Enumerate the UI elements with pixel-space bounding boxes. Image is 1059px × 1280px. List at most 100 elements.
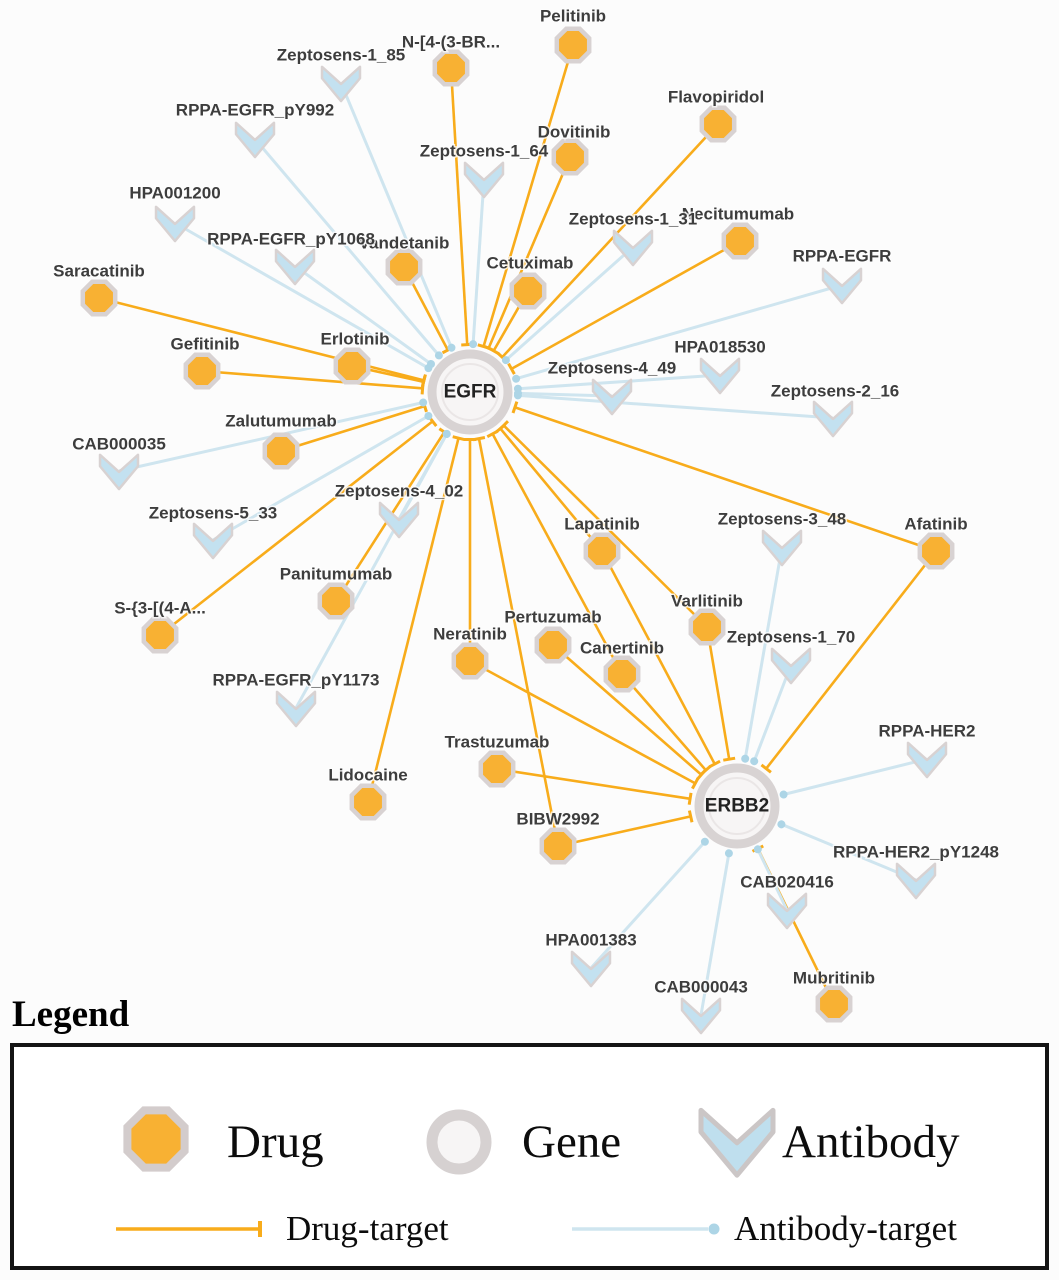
- legend-antibody-label: Antibody: [782, 1116, 960, 1168]
- antibody-legend-icon: [698, 1107, 776, 1178]
- label-rppa-egfr-py992: RPPA-EGFR_pY992: [176, 101, 334, 120]
- edge-drug-target: [705, 626, 736, 762]
- label-rppa-her2: RPPA-HER2: [879, 722, 976, 741]
- label-hpa001200: HPA001200: [129, 184, 220, 203]
- drug-legend-icon: [123, 1106, 189, 1172]
- label-trastuzumab: Trastuzumab: [445, 733, 550, 752]
- edge-antibody-target: [469, 178, 486, 349]
- label-panitumumab: Panitumumab: [280, 565, 392, 584]
- node-drug-dovitinib: [551, 138, 589, 176]
- edge-drug-target: [760, 550, 938, 774]
- label-canertinib: Canertinib: [580, 639, 664, 658]
- node-drug-vandetanib: [385, 248, 423, 286]
- label-pelitinib: Pelitinib: [540, 7, 606, 26]
- node-drug-canertinib: [603, 655, 641, 693]
- legend-drug-label: Drug: [227, 1116, 324, 1168]
- node-antibody-rppa-her2: [906, 741, 948, 779]
- edge-antibody-target: [174, 221, 433, 373]
- label-cab000035: CAB000035: [72, 435, 166, 454]
- node-antibody-rppa-egfr-py1068: [274, 248, 316, 286]
- label-varlitinib: Varlitinib: [671, 592, 743, 611]
- edge-antibody-target: [777, 820, 917, 882]
- edge-drug-target: [469, 659, 700, 790]
- label-zeptosens-1-31: Zeptosens-1_31: [569, 210, 698, 229]
- edge-drug-target: [511, 401, 937, 553]
- edge-antibody-target: [753, 845, 789, 911]
- label-lapatinib: Lapatinib: [564, 515, 640, 534]
- node-antibody-hpa018530: [699, 357, 741, 395]
- edge-antibody-target: [253, 138, 443, 360]
- label-hpa001383: HPA001383: [545, 931, 636, 950]
- node-antibody-zeptosens-1-31: [612, 229, 654, 267]
- edge-antibody-target: [779, 757, 928, 799]
- edge-drug-target: [280, 399, 428, 453]
- node-drug-erlotinib: [333, 347, 371, 385]
- edge-drug-target: [552, 644, 707, 781]
- node-antibody-zeptosens-5-33: [192, 522, 234, 560]
- label-cetuximab: Cetuximab: [487, 254, 574, 273]
- edge-antibody-target: [339, 82, 456, 352]
- label-erbb2: ERBB2: [705, 796, 769, 817]
- node-antibody-zeptosens-4-49: [591, 378, 633, 416]
- legend-antibody-target-label: Antibody-target: [734, 1209, 957, 1248]
- label-saracatinib: Saracatinib: [53, 262, 145, 281]
- edge-drug-target: [498, 420, 708, 628]
- label-neratinib: Neratinib: [433, 625, 507, 644]
- label-afatinib: Afatinib: [904, 515, 967, 534]
- node-drug-n4-3br: [432, 49, 470, 87]
- label-zeptosens-3-48: Zeptosens-3_48: [718, 510, 847, 529]
- node-antibody-hpa001200: [154, 205, 196, 243]
- legend-box: Drug Gene Antibody Drug-target Antibody-…: [10, 1043, 1049, 1270]
- node-drug-cetuximab: [509, 272, 547, 310]
- node-drug-necitumumab: [721, 222, 759, 260]
- edge-drug-target: [477, 44, 575, 350]
- edge-drug-target: [486, 429, 624, 675]
- edge-drug-target: [482, 156, 572, 352]
- drug-target-edge-icon: [116, 1221, 262, 1237]
- node-drug-trastuzumab: [478, 750, 516, 788]
- edge-drug-target: [621, 673, 712, 776]
- node-drug-varlitinib: [688, 608, 726, 646]
- node-antibody-rppa-egfr: [821, 267, 863, 305]
- node-antibody-cab000043: [680, 997, 722, 1035]
- node-antibody-zeptosens-4-02: [378, 501, 420, 539]
- edge-drug-target: [507, 239, 741, 375]
- label-hpa018530: HPA018530: [674, 338, 765, 357]
- label-lidocaine: Lidocaine: [328, 766, 407, 785]
- label-erlotinib: Erlotinib: [321, 330, 390, 349]
- edge-drug-target: [496, 123, 719, 363]
- node-antibody-hpa001383: [570, 950, 612, 988]
- node-antibody-zeptosens-2-16: [812, 400, 854, 438]
- node-antibody-zeptosens-1-64: [463, 161, 505, 199]
- label-dovitinib: Dovitinib: [538, 123, 611, 142]
- edge-drug-target: [557, 810, 694, 848]
- label-zeptosens-1-85: Zeptosens-1_85: [277, 46, 406, 65]
- node-drug-gefitinib: [183, 352, 221, 390]
- edge-drug-target: [159, 415, 438, 637]
- node-drug-saracatinib: [80, 279, 118, 317]
- node-antibody-cab000035: [98, 453, 140, 491]
- edge-antibody-target: [589, 837, 709, 970]
- label-n4-3br: N-[4-(3-BR...: [402, 33, 500, 52]
- label-zeptosens-5-33: Zeptosens-5_33: [149, 504, 278, 523]
- label-egfr: EGFR: [444, 382, 497, 403]
- edge-drug-target: [496, 767, 693, 805]
- node-drug-afatinib: [917, 532, 955, 570]
- label-zeptosens-1-64: Zeptosens-1_64: [420, 142, 549, 161]
- node-drug-panitumumab: [317, 582, 355, 620]
- edge-drug-target: [472, 435, 560, 847]
- label-gefitinib: Gefitinib: [171, 335, 240, 354]
- label-bibw2992: BIBW2992: [516, 810, 599, 829]
- edge-drug-target: [449, 67, 474, 347]
- label-flavopiridol: Flavopiridol: [668, 88, 764, 107]
- node-drug-bibw2992: [539, 827, 577, 865]
- label-vandetanib: Vandetanib: [359, 234, 450, 253]
- node-gene-egfr: [427, 349, 513, 435]
- label-rppa-her2-py1248: RPPA-HER2_pY1248: [833, 843, 999, 862]
- legend-gene-label: Gene: [522, 1116, 622, 1168]
- edge-drug-target: [201, 369, 425, 395]
- edge-drug-target: [600, 550, 721, 769]
- node-drug-zalutumumab: [262, 432, 300, 470]
- node-drug-s3-4a: [141, 616, 179, 654]
